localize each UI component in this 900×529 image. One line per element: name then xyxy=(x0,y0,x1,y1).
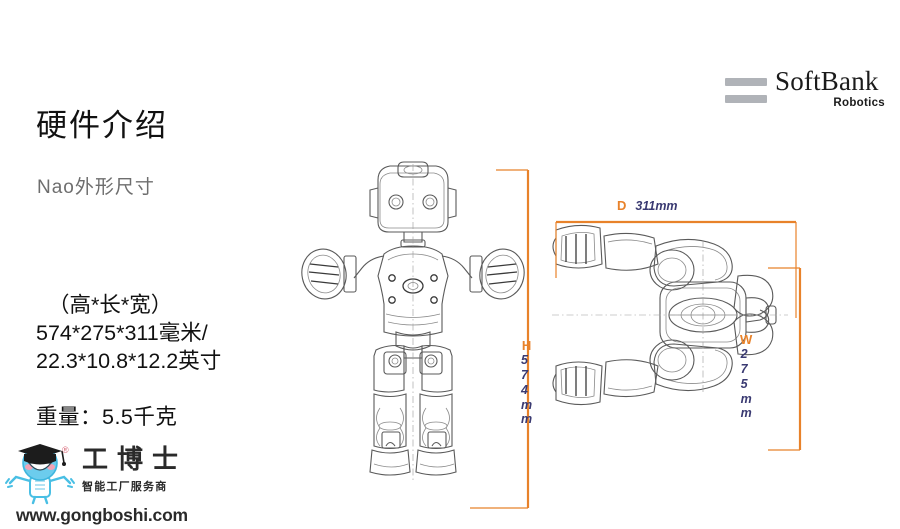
top-view-lower-arm xyxy=(552,339,733,406)
robot-drawings-svg: .ln{fill:none;stroke:#5a5a5a;stroke-widt… xyxy=(301,161,802,509)
dimension-value-w: 2 7 5 m m xyxy=(740,347,752,421)
watermark-text: 工博士 智能工厂服务商 xyxy=(82,447,187,494)
specs-block: （高*长*宽） 574*275*311毫米/ 22.3*10.8*12.2英寸 xyxy=(36,292,221,376)
spec-weight: 重量：5.5千克 xyxy=(36,405,178,429)
dimension-label-w: W 2 7 5 m m xyxy=(740,332,752,421)
top-view-drawing xyxy=(552,224,788,406)
dimension-value-h: 5 7 4 m m xyxy=(521,353,533,427)
dimension-letter-h: H xyxy=(521,338,532,353)
gongboshi-mascot-icon xyxy=(5,444,75,505)
registered-trademark-icon: ® xyxy=(62,445,69,455)
spec-dims-mm: 574*275*311毫米/ xyxy=(36,320,208,345)
dimension-bracket-w xyxy=(768,267,802,451)
front-view-drawing xyxy=(301,161,525,480)
dimension-letter-w: W xyxy=(740,332,753,347)
spec-dims-label: （高*长*宽） xyxy=(48,293,173,317)
softbank-robotics-logo: SoftBank Robotics xyxy=(725,66,885,122)
spec-dims-inch: 22.3*10.8*12.2英寸 xyxy=(36,348,222,373)
watermark-url: www.gongboshi.com xyxy=(16,505,188,525)
dimension-label-h: H 5 7 4 m m xyxy=(521,338,532,427)
robot-dimension-figure: .ln{fill:none;stroke:#5a5a5a;stroke-widt… xyxy=(300,150,900,529)
softbank-bars-icon xyxy=(725,78,767,104)
top-view-upper-arm xyxy=(552,224,733,291)
watermark-brand: 工博士 xyxy=(82,445,188,475)
brand-subname: Robotics xyxy=(833,97,885,109)
dimension-bracket-d xyxy=(555,220,797,318)
dimension-label-d: D 311mm xyxy=(617,198,678,213)
page-title: 硬件介绍 xyxy=(36,108,168,143)
page-subtitle: Nao外形尺寸 xyxy=(37,177,155,198)
dimension-letter-d: D xyxy=(617,198,627,213)
dimension-value-d: 311mm xyxy=(635,199,678,213)
watermark-tagline: 智能工厂服务商 xyxy=(82,480,168,493)
gongboshi-watermark: ® 工博士 智能工厂服务商 www.gongboshi.com xyxy=(4,443,204,527)
dimension-bracket-h xyxy=(470,169,530,509)
brand-name: SoftBank xyxy=(775,66,879,96)
